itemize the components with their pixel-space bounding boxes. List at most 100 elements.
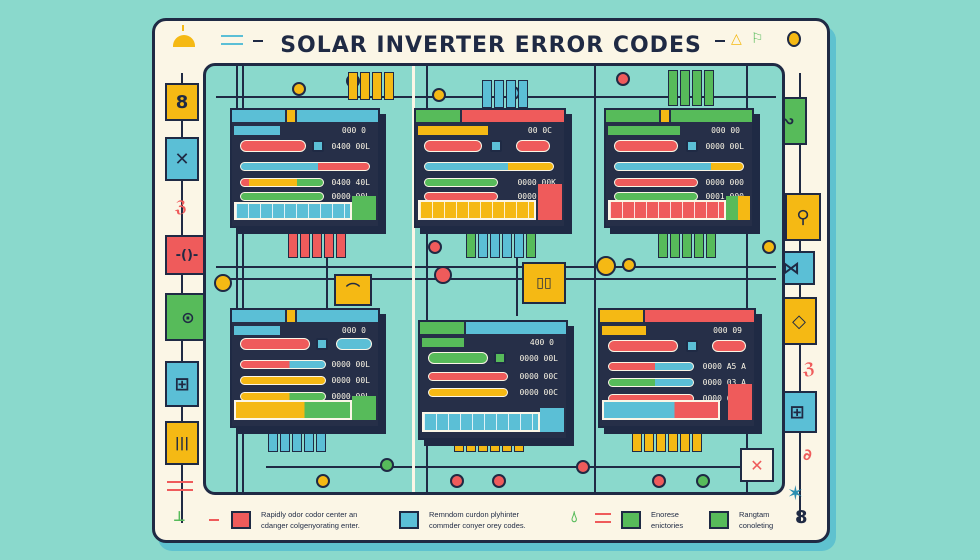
inverter-panel[interactable]: 000 09 0000 A5 A 0000 03 A 0000 60 A xyxy=(598,308,756,428)
display-screen xyxy=(422,412,540,432)
connector-node xyxy=(596,256,616,276)
status-bar xyxy=(608,362,694,371)
sun-ray-icon xyxy=(182,25,184,31)
error-value: 0000 00L xyxy=(331,360,370,369)
error-value: 0000 00L xyxy=(519,354,558,363)
droplet-icon: 💧︎ xyxy=(571,507,578,526)
error-value: 0000 A5 A xyxy=(702,362,746,371)
lines-icon xyxy=(221,35,243,45)
legend-swatch-green xyxy=(621,511,641,529)
circuit-board: ⌒ ▯▯ ✕ xyxy=(203,63,785,495)
side-tab xyxy=(728,384,752,420)
side-tab xyxy=(538,184,562,220)
status-bar xyxy=(712,340,746,352)
status-bar xyxy=(428,352,488,364)
inverter-panel[interactable]: 400 0 0000 00L 0000 00C 0000 00C xyxy=(418,320,568,440)
user-icon: ⚲ xyxy=(785,193,821,241)
side-tab xyxy=(540,408,564,432)
triangle-icon: △ xyxy=(731,31,742,47)
dash-icon xyxy=(715,40,725,42)
connector-node xyxy=(450,474,464,488)
warning-box-icon: ✕ xyxy=(740,448,774,482)
cell-stack xyxy=(658,226,716,258)
swirl-icon: ∂ xyxy=(803,445,812,464)
diagram-card: SOLAR INVERTER ERROR CODES △ ⚐ 8 ✕ ℨ -()… xyxy=(152,18,830,543)
error-code: 00 0C xyxy=(527,126,552,135)
connector-node xyxy=(652,474,666,488)
display-screen xyxy=(418,200,536,220)
inverter-panel[interactable]: 00 0C 0000 00K 0000 00K xyxy=(414,108,566,228)
cell-stack xyxy=(482,80,528,108)
lightbulb-icon xyxy=(787,31,801,47)
lines-icon xyxy=(167,481,193,491)
cell-stack xyxy=(348,72,394,100)
junction-box-icon: ⌒ xyxy=(334,274,372,306)
legend-swatch-blue xyxy=(399,511,419,529)
diamond-icon: ◇ xyxy=(781,297,817,345)
connector-node xyxy=(696,474,710,488)
display-screen xyxy=(602,400,720,420)
status-bar xyxy=(608,340,678,352)
status-bar xyxy=(240,192,324,201)
squiggle-icon: ℨ xyxy=(803,359,816,378)
status-icon xyxy=(316,338,328,350)
status-bar xyxy=(240,376,326,385)
squiggle-icon: ℨ xyxy=(175,197,188,216)
error-value: 0000 00L xyxy=(331,192,370,201)
connector-node xyxy=(622,258,636,272)
connector-node xyxy=(434,266,452,284)
grid-icon: ⊞ xyxy=(165,361,199,407)
side-tab xyxy=(352,396,376,420)
figure-eight-icon: 8 xyxy=(795,507,808,528)
error-code: 400 0 xyxy=(529,338,554,347)
status-bar xyxy=(336,338,372,350)
connector-node xyxy=(576,460,590,474)
status-bar xyxy=(614,140,678,152)
connector-node xyxy=(432,88,446,102)
star-icon: ✶ xyxy=(787,481,804,505)
status-icon xyxy=(490,140,502,152)
error-value: 0000 00L xyxy=(331,392,370,401)
side-tab xyxy=(352,196,376,220)
error-value: 0000 03 A xyxy=(702,378,746,387)
error-value: 0400 40L xyxy=(331,178,370,187)
error-value: 0000 00C xyxy=(519,372,558,381)
status-bar xyxy=(516,140,550,152)
status-icon xyxy=(686,140,698,152)
side-tab xyxy=(726,196,750,220)
display-screen xyxy=(234,202,352,220)
error-code: 000 00 xyxy=(711,126,740,135)
connector-node xyxy=(616,72,630,86)
lines-icon xyxy=(595,513,611,523)
status-bar xyxy=(424,178,498,187)
inverter-panel[interactable]: 000 0 0400 00L 0400 40L 0000 00L xyxy=(230,108,380,228)
inverter-panel[interactable]: 000 00 0000 00L 0000 000 0001 000 xyxy=(604,108,754,228)
error-value: 0001 000 xyxy=(705,192,744,201)
switch-icon: ✕ xyxy=(165,137,199,181)
junction-box-icon: ▯▯ xyxy=(522,262,566,304)
status-bar xyxy=(424,140,482,152)
error-code: 000 0 xyxy=(341,126,366,135)
status-bar xyxy=(428,372,508,381)
error-code: 000 09 xyxy=(713,326,742,335)
progress-bar xyxy=(424,162,554,171)
error-value: 0000 000 xyxy=(705,178,744,187)
cell-stack xyxy=(466,226,536,258)
status-icon xyxy=(494,352,506,364)
status-bar xyxy=(608,378,694,387)
error-value: 0000 00L xyxy=(331,376,370,385)
error-value: 0000 00K xyxy=(517,192,556,201)
status-bar xyxy=(240,140,306,152)
cell-stack xyxy=(668,70,714,106)
inverter-panel[interactable]: 000 0 0000 00L 0000 00L 0000 00L xyxy=(230,308,380,428)
status-bar xyxy=(614,178,698,187)
capacitor-icon: -()- xyxy=(165,235,209,275)
cell-stack xyxy=(632,420,702,452)
connector-node xyxy=(762,240,776,254)
display-screen xyxy=(234,400,352,420)
dash-icon xyxy=(209,519,219,521)
